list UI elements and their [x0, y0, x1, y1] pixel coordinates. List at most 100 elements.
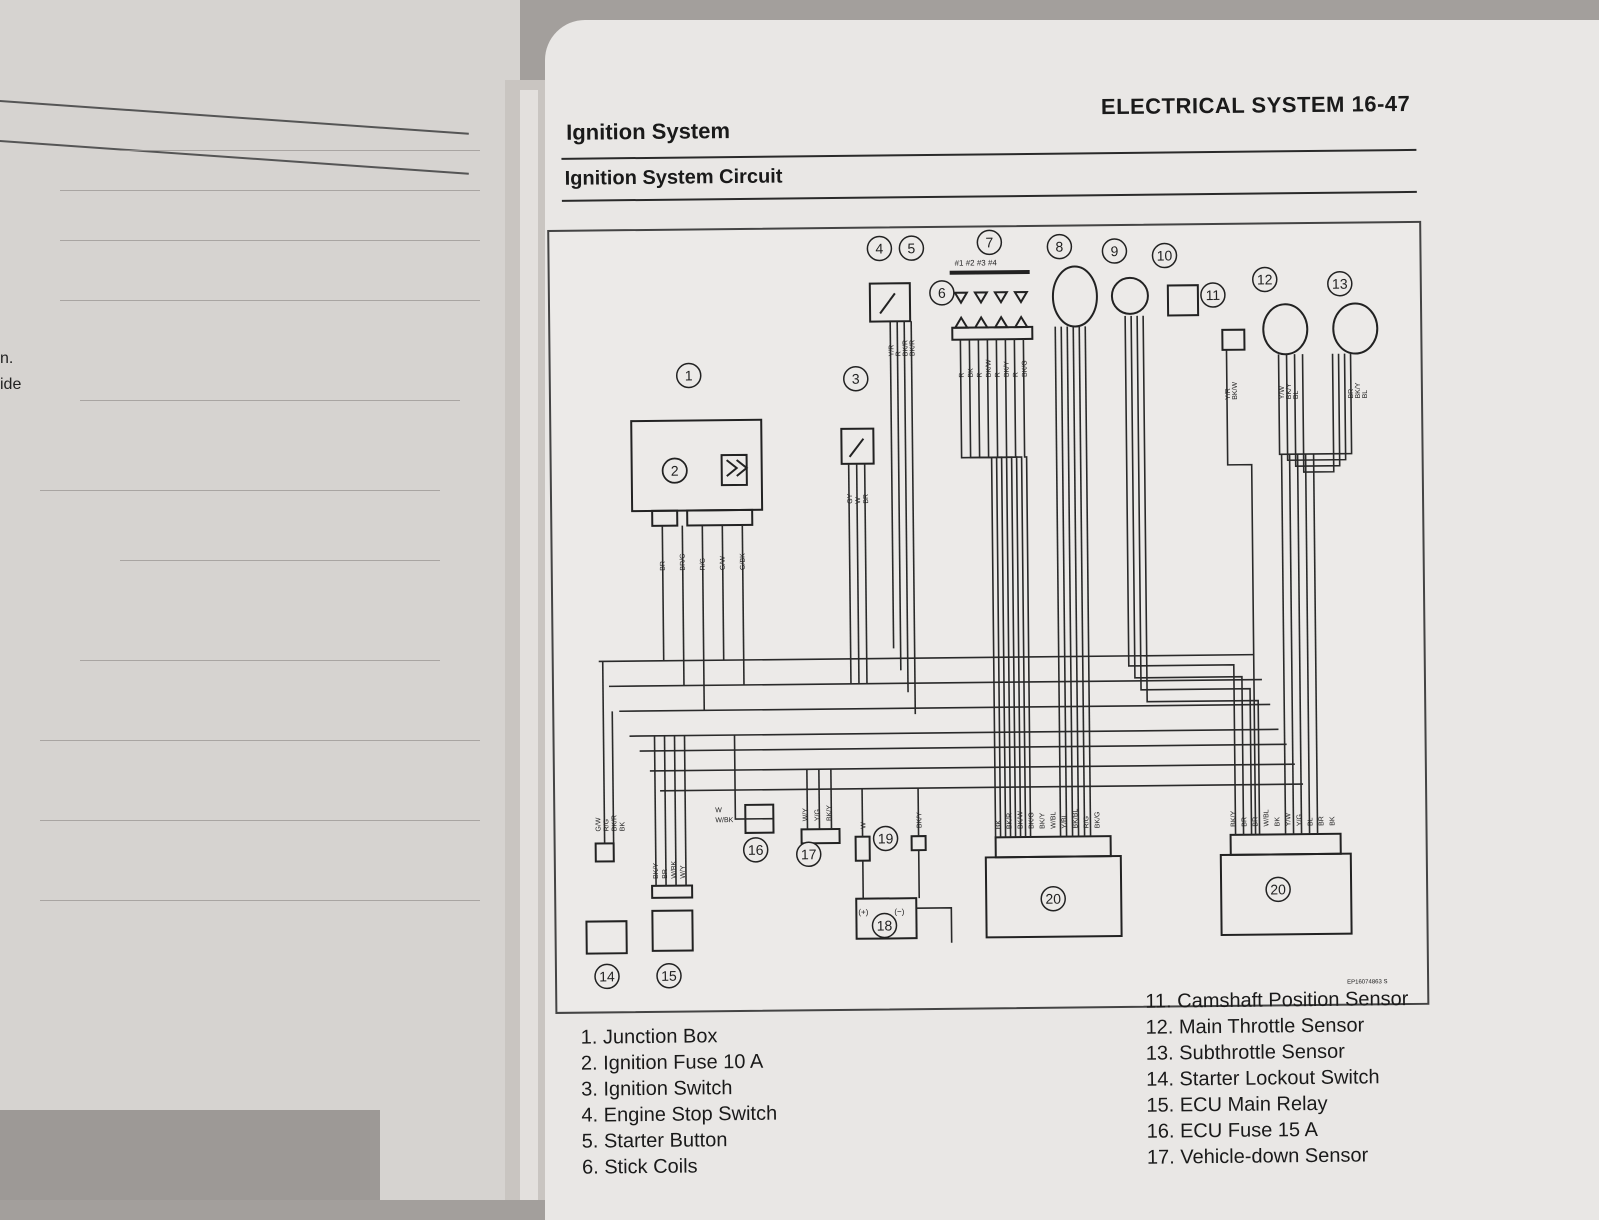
junction-box-connector [652, 511, 677, 526]
coil-wire-label: R [959, 373, 966, 378]
callout-11: 11 [1201, 283, 1225, 307]
junction-wire [662, 526, 663, 661]
ecu-left-wire-label: R/G [1083, 816, 1090, 829]
callout-number: 14 [599, 968, 615, 984]
junction-wire-label: R/G [700, 558, 707, 571]
stop-switch-wire [890, 321, 893, 648]
coil-wire [969, 339, 1000, 837]
ecu-right-wire-label: BR [1241, 817, 1248, 827]
wire-bundle [595, 314, 1357, 947]
engine-stop-switch [870, 283, 910, 321]
camshaft-sensor-connector [1222, 330, 1244, 350]
ecu-right-connector [1231, 834, 1341, 855]
left-page-rule [0, 100, 469, 135]
legend-item: 16. ECU Fuse 15 A [1147, 1116, 1410, 1145]
junction-wire [742, 525, 744, 685]
legend-item: 1. Junction Box [581, 1023, 777, 1051]
throttle-trunk-wire [1314, 454, 1318, 834]
callout-7: 7 [977, 230, 1001, 254]
callout-number: 13 [1332, 276, 1348, 292]
relay-connector [652, 886, 692, 898]
relay-wire-label: W/Y [680, 865, 687, 879]
cam-sensor-wire [1079, 326, 1084, 836]
callout-6: 6 [930, 281, 954, 305]
callout-14: 14 [595, 964, 619, 988]
callout-15: 15 [657, 964, 681, 988]
legend-item: 5. Starter Button [582, 1127, 778, 1155]
callout-5: 5 [899, 236, 923, 260]
section-title: Ignition System [566, 118, 730, 146]
relay-wire-label: BK/Y [653, 863, 660, 879]
callout-10: 10 [1152, 243, 1176, 267]
cam-sensor-wire [1073, 326, 1078, 836]
stop-wire-label: BK/R [909, 340, 916, 356]
callout-number: 5 [907, 240, 915, 256]
ecu-left-wire-label: BK/G [1028, 812, 1035, 829]
ecu-main-relay [652, 911, 692, 951]
ecu-left-wire-label: BK [995, 820, 1002, 830]
coil-wire-label: BK/Y [1004, 361, 1011, 377]
legend-item: 3. Ignition Switch [581, 1075, 777, 1103]
callout-1: 1 [677, 363, 701, 387]
cam-sensor-wire [1067, 327, 1072, 837]
ignition-wire-label: GY [847, 493, 854, 504]
ecu-right-wire-label: Y/G [1296, 814, 1303, 826]
bus-wire [599, 655, 1254, 662]
callout-number: 18 [877, 917, 893, 933]
coil-wire-label: R [995, 372, 1002, 377]
camshaft-wire-label: BK/W [1232, 381, 1239, 399]
stop-wire-label: Y/R [888, 345, 895, 357]
chapter-page-number: ELECTRICAL SYSTEM 16-47 [1101, 91, 1411, 120]
lockout-wire-label: BK [619, 822, 626, 832]
throttle-trunk-wire [1290, 454, 1294, 834]
callout-8: 8 [1047, 235, 1071, 259]
diode-symbol [722, 455, 747, 485]
coil-wire-label: BK/G [1022, 360, 1029, 377]
relay-wire-label: BR [662, 869, 669, 879]
throttle-wire-label: BK/Y [1286, 383, 1293, 399]
bus-wire [609, 680, 1262, 687]
legend-item: 12. Main Throttle Sensor [1145, 1012, 1408, 1041]
legend-item: 4. Engine Stop Switch [581, 1101, 777, 1129]
throttle-trunk-wire [1282, 454, 1286, 834]
callout-18: 18 [872, 913, 896, 937]
callout-16: 16 [744, 838, 768, 862]
vehicle-down-wire-label: BK/Y [826, 805, 833, 821]
bus-wire [660, 784, 1303, 791]
stick-coils [952, 292, 1032, 340]
throttle-wire-label: BK/Y [1355, 382, 1362, 398]
ecu-left-wire-label: BK/W [1017, 811, 1024, 829]
fuse-wire-label: W/BK [715, 817, 733, 824]
bus-wire [619, 704, 1270, 711]
junction-wire-label: BR/G [680, 553, 687, 570]
vehicle-down-wire-label: W/Y [802, 808, 809, 822]
ecu-right-wire-label: W/BL [1263, 809, 1270, 826]
stop-switch-wire [897, 321, 901, 670]
page-edge [520, 90, 538, 1200]
main-throttle-sensor [1263, 304, 1308, 354]
subsection-rule [562, 191, 1417, 202]
legend-item: 13. Subthrottle Sensor [1146, 1038, 1409, 1067]
callout-number: 4 [875, 240, 883, 256]
right-page: Ignition System ELECTRICAL SYSTEM 16-47 … [545, 20, 1599, 1220]
coil-wire-label: BK [968, 368, 975, 378]
lockout-wire-label: R/G [603, 819, 610, 832]
stop-switch-wire [911, 321, 915, 714]
callout-number: 20 [1270, 881, 1286, 897]
left-page-edge-text: n. [0, 350, 13, 368]
relay-wire [665, 736, 667, 886]
junction-wire [722, 525, 723, 660]
ecu-right-wire-label: BK/Y [1230, 811, 1237, 827]
diagram-code: EP16074863 S [1347, 979, 1387, 985]
throttle-wire-label: BL [1293, 390, 1300, 399]
cam-sensor-wire [1085, 326, 1090, 836]
lockout-wire-label: BK/R [611, 815, 618, 831]
coil-power-bar [950, 272, 1030, 273]
junction-wire-label: G/BK [740, 553, 747, 570]
coil-wire [960, 339, 995, 837]
callout-number: 2 [671, 463, 679, 479]
legend-right: 11. Camshaft Position Sensor 12. Main Th… [1145, 986, 1410, 1171]
ecu-left-wire-label: W/BL [1050, 811, 1057, 828]
ignition-wire-label: BR [863, 494, 870, 504]
junction-wire-label: G/W [720, 556, 727, 570]
